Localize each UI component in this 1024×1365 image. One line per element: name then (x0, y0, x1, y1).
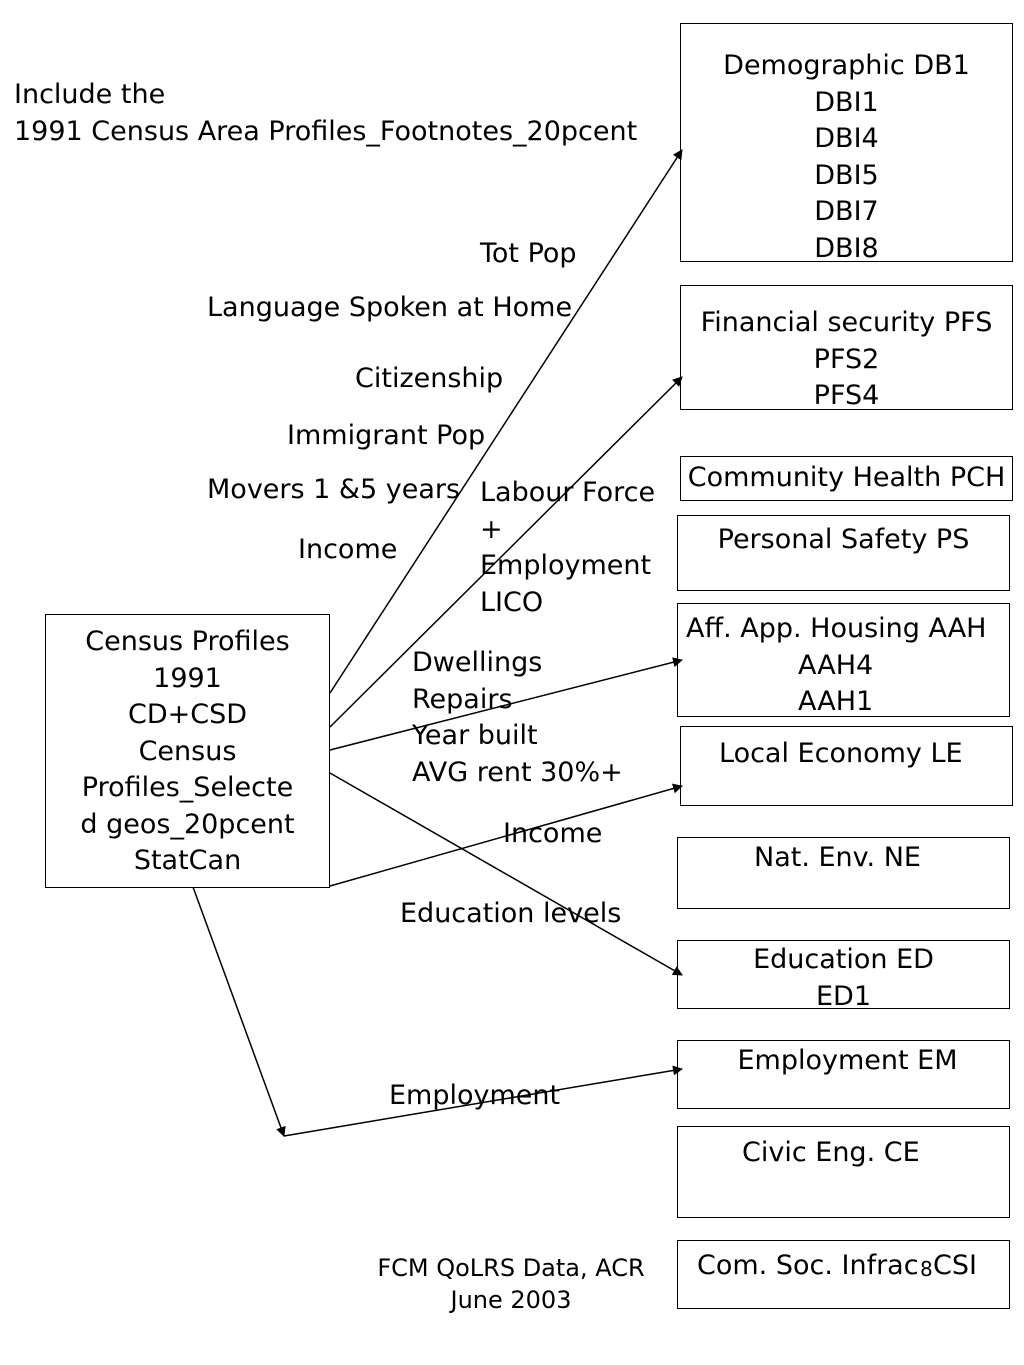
source-line: Census (138, 735, 237, 767)
category-box-community-social-infrastructure: Com. Soc. Infrac CSI (677, 1240, 1010, 1309)
indicator-code: PFS2 (813, 343, 880, 375)
indicator-code: AAH4 (798, 649, 874, 681)
category-box-housing: Aff. App. Housing AAH AAH4 AAH1 (677, 603, 1010, 717)
source-line: Census Profiles (85, 626, 290, 657)
category-box-civic-engagement: Civic Eng. CE (677, 1126, 1010, 1218)
category-box-education: Education ED ED1 (677, 940, 1010, 1012)
category-box-demographic: Demographic DB1 DBI1 DBI4 DBI5 DBI7 DBI8 (680, 23, 1013, 264)
variable-group-housing: Dwellings Repairs Year built AVG rent 30… (412, 645, 623, 791)
variable-label: Citizenship (355, 363, 504, 394)
category-title: Financial security PFS (700, 307, 993, 338)
arrow-to-demographic (329, 149, 683, 694)
indicator-code: DBI5 (814, 159, 879, 191)
indicator-code: PFS4 (813, 380, 880, 411)
category-title: Nat. Env. NE (754, 842, 921, 873)
arrow-to-housing (329, 657, 683, 751)
note-line: 1991 Census Area Profiles_Footnotes_20pc… (14, 115, 638, 147)
source-line: Profiles_Selecte (81, 772, 294, 803)
category-title: Civic Eng. CE (742, 1137, 920, 1168)
arrow-to-employment (283, 1065, 683, 1137)
variable-label: Tot Pop (480, 238, 577, 269)
category-box-community-health: Community Health PCH (680, 456, 1013, 501)
arrow-to-local-economy (329, 783, 683, 887)
page-number: 8 (920, 1257, 933, 1281)
category-box-financial-security: Financial security PFS PFS2 PFS4 (680, 285, 1013, 411)
indicator-code: DBI1 (814, 86, 879, 118)
source-line: CD+CSD (127, 699, 248, 730)
footer-line: FCM QoLRS Data, ACR (377, 1254, 645, 1282)
category-title: Employment EM (737, 1045, 958, 1076)
variable-label: Employment (480, 550, 652, 581)
variable-label: Income (298, 534, 398, 565)
category-title: Community Health PCH (687, 462, 1006, 493)
source-box-census-profiles: Census Profiles 1991 CD+CSD Census Profi… (45, 614, 330, 888)
category-title-suffix: CSI (933, 1250, 977, 1281)
footer-line: June 2003 (450, 1286, 572, 1314)
category-box-personal-safety: Personal Safety PS (677, 515, 1010, 591)
category-title: Local Economy LE (719, 738, 963, 769)
category-title: Aff. App. Housing AAH (686, 613, 987, 644)
variable-label: Repairs (412, 683, 513, 715)
variable-label: Income (503, 818, 603, 849)
variable-label: Year built (412, 720, 538, 751)
variable-label: Employment (389, 1080, 561, 1111)
footer-credit: FCM QoLRS Data, ACR June 2003 (370, 1252, 652, 1316)
variable-label: AVG rent 30%+ (412, 756, 623, 788)
variable-label: Language Spoken at Home (207, 292, 573, 323)
variable-group-financial: Labour Force + Employment LICO (480, 475, 655, 621)
variable-label: + (480, 513, 503, 545)
variable-label: LICO (480, 586, 544, 618)
variable-label: Immigrant Pop (287, 420, 486, 451)
indicator-code: DBI4 (814, 123, 879, 154)
category-title: Personal Safety PS (717, 524, 970, 555)
arrow-to-financial (329, 376, 683, 728)
variable-label: Movers 1 &5 years (207, 474, 461, 505)
indicator-code: DBI8 (814, 232, 879, 264)
category-title: Education ED (753, 944, 934, 975)
note-text: Include the 1991 Census Area Profiles_Fo… (14, 77, 637, 150)
category-title: Demographic DB1 (723, 50, 970, 81)
variable-label: Education levels (400, 898, 622, 929)
source-line: 1991 (153, 662, 222, 694)
note-line: Include the (14, 79, 166, 110)
category-box-natural-environment: Nat. Env. NE (677, 837, 1010, 909)
source-line: d geos_20pcent (80, 808, 295, 840)
indicator-code: AAH1 (798, 686, 874, 717)
category-box-local-economy: Local Economy LE (680, 726, 1013, 806)
indicator-code: DBI7 (814, 196, 879, 227)
arrow-to-education (329, 772, 683, 976)
category-title: Com. Soc. Infrac (697, 1250, 919, 1281)
indicator-code: ED1 (815, 980, 872, 1012)
arrow-down-to-employment-path (192, 886, 286, 1137)
source-line: StatCan (133, 845, 242, 876)
variable-label: Dwellings (412, 647, 543, 678)
category-box-employment: Employment EM (677, 1040, 1010, 1109)
variable-label: Labour Force (480, 477, 656, 508)
